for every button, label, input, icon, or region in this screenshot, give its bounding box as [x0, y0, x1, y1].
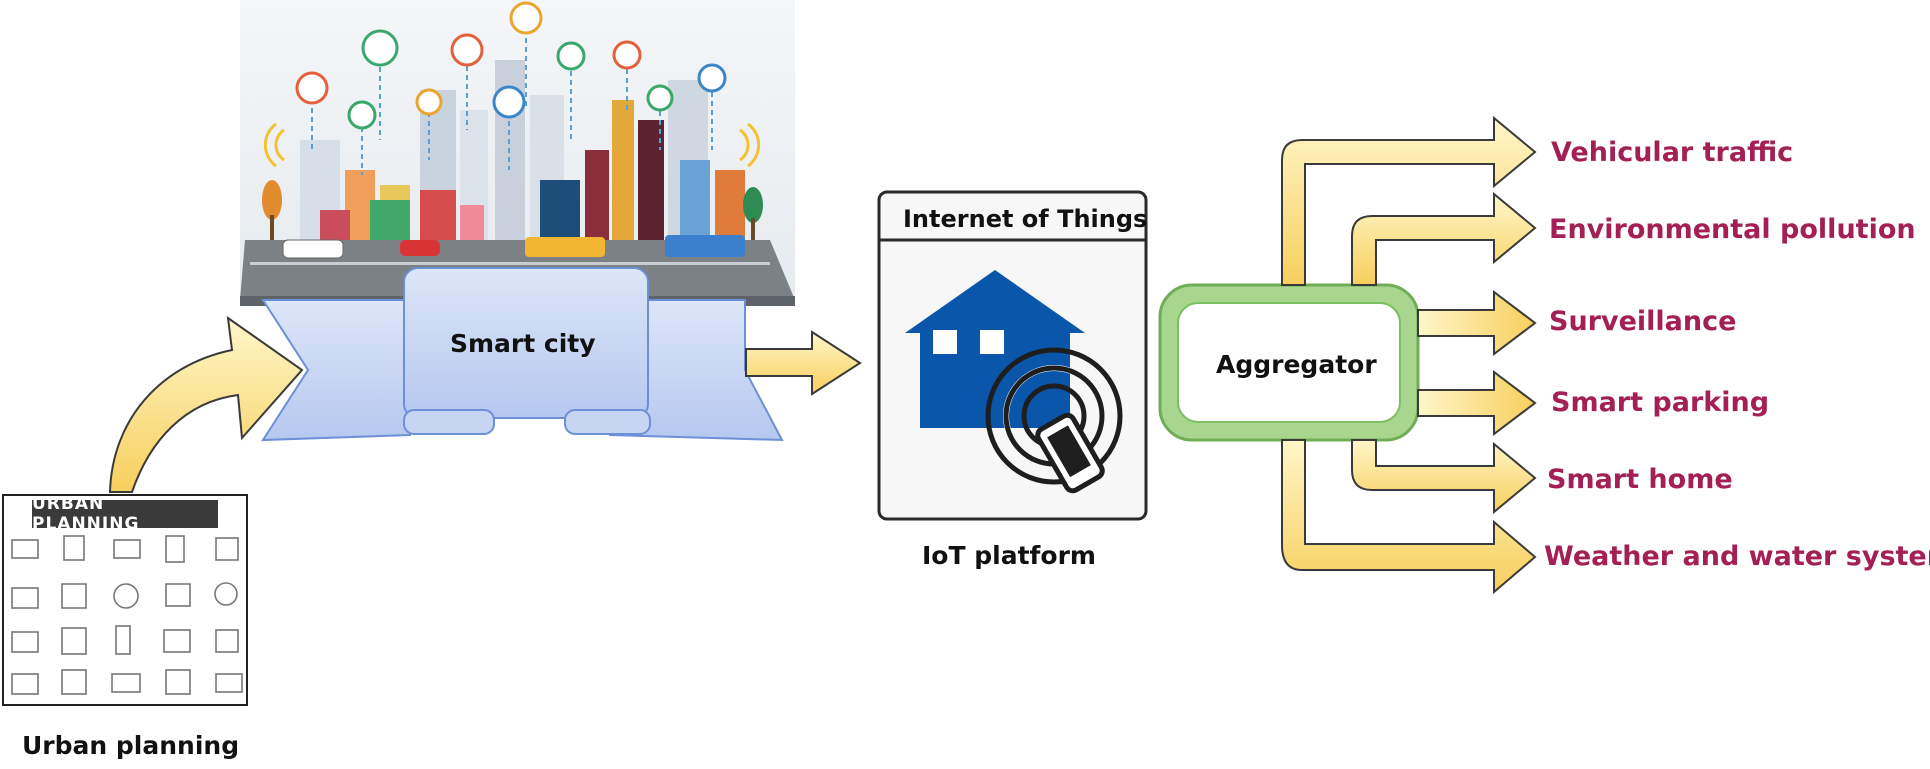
output-label-smart-parking: Smart parking — [1551, 387, 1770, 418]
urban-planning-band: URBAN PLANNING — [32, 496, 218, 534]
smart-city-ribbon — [261, 267, 784, 442]
output-label-smart-home: Smart home — [1547, 464, 1733, 495]
smartphone-icon — [1035, 412, 1105, 494]
arrow-vehicular-traffic — [1281, 115, 1537, 286]
city-skyline-illustration — [240, 0, 795, 306]
arrow-surveillance — [1417, 289, 1537, 357]
output-arrows — [1281, 115, 1537, 595]
arrow-smart-parking — [1417, 369, 1537, 437]
iot-header-label: Internet of Things — [903, 205, 1148, 233]
urban-planning-card: URBAN PLANNING — [2, 494, 248, 706]
output-label-surveillance: Surveillance — [1549, 306, 1737, 337]
arrow-to-iot — [745, 330, 862, 396]
output-label-environmental-pollution: Environmental pollution — [1549, 214, 1916, 245]
aggregator-label: Aggregator — [1216, 350, 1377, 379]
iot-platform-label: IoT platform — [922, 541, 1096, 570]
curved-arrow-up — [108, 315, 304, 493]
arrow-environmental-pollution — [1351, 191, 1537, 286]
urban-planning-label: Urban planning — [22, 731, 240, 760]
smart-city-label: Smart city — [450, 329, 596, 358]
output-label-vehicular-traffic: Vehicular traffic — [1551, 137, 1794, 168]
output-label-weather-water: Weather and water system — [1544, 541, 1930, 572]
arrow-weather-water — [1281, 439, 1537, 595]
arrow-smart-home — [1351, 439, 1537, 515]
